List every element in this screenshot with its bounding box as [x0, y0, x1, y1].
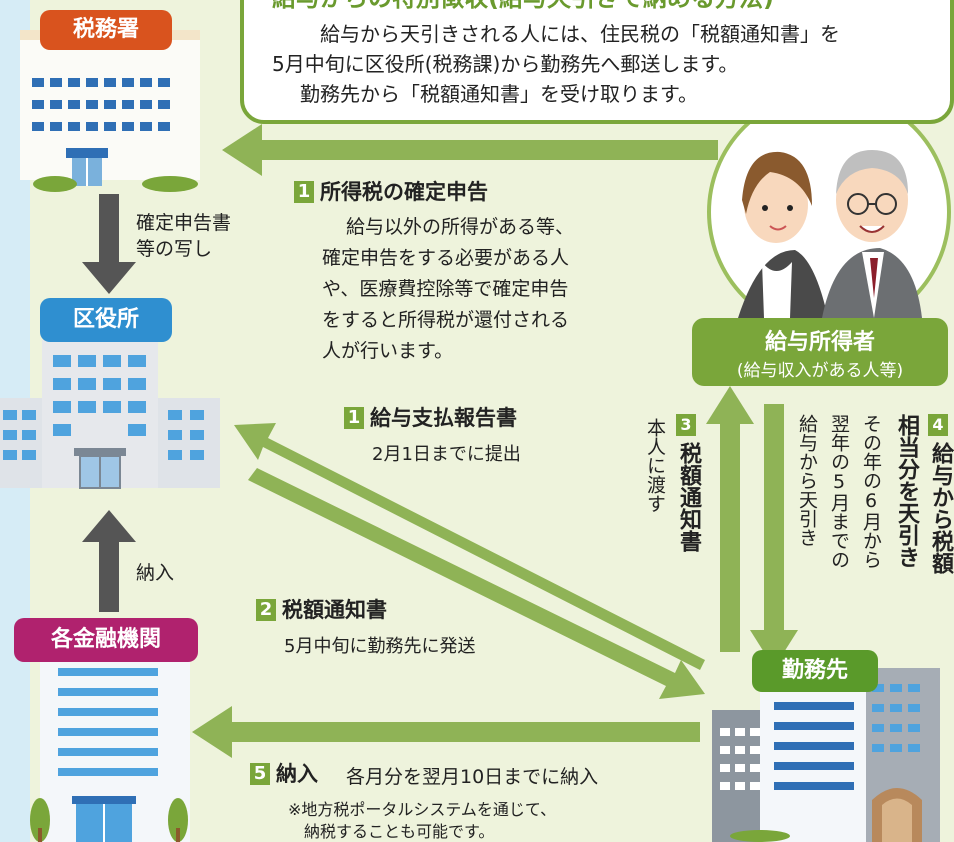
- tax-return-copy-label-1: 確定申告書: [136, 212, 232, 234]
- step-2-title: 税額通知書: [282, 598, 387, 622]
- arrow-bank-to-ward: [82, 510, 136, 612]
- tax-office-building: [20, 30, 200, 192]
- step-2-number: 2: [256, 599, 276, 621]
- step-3-title: 税額通知書: [676, 442, 701, 552]
- step-4-body-1: その年の6月から: [860, 414, 882, 569]
- taxpayer-name: 給与所得者: [764, 330, 875, 355]
- header-title: 給与からの特別徴収(給与天引きで納める方法): [272, 0, 774, 13]
- step-1a-body-3: や、医療費控除等で確定申告: [322, 278, 569, 300]
- ward-office-building: [0, 340, 220, 489]
- arrow-tax-to-ward: [82, 194, 136, 294]
- tax-office-label: 税務署: [40, 10, 172, 50]
- taxpayer-sub: (給与収入がある人等): [736, 361, 904, 381]
- step-5-number: 5: [250, 763, 270, 785]
- step-5-note-1: ※地方税ポータルシステムを通じて、: [288, 800, 557, 819]
- payment-in-label: 納入: [136, 562, 175, 584]
- header-line-1: 給与から天引きされる人には、住民税の「税額通知書」を: [320, 22, 840, 46]
- step-1b-body: 2月1日までに提出: [372, 444, 521, 465]
- step-1a-body-1: 給与以外の所得がある等、: [346, 216, 575, 238]
- arrow-taxpayer-to-employer: [750, 404, 798, 668]
- step-5-title: 納入: [276, 762, 318, 786]
- arrow-ward-to-employer: [248, 468, 705, 699]
- employer-buildings: [712, 668, 940, 842]
- step-1a-body-4: をすると所得税が還付される: [322, 309, 570, 331]
- header-line-2: 5月中旬に区役所(税務課)から勤務先へ郵送します。: [272, 52, 739, 76]
- step-4-body-2: 翌年の5月までの: [828, 414, 850, 569]
- step-1a-number: 1: [294, 181, 314, 203]
- step-5-body: 各月分を翌月10日までに納入: [346, 766, 599, 788]
- step-4-title-2: 相当分を天引き: [894, 414, 919, 568]
- step-1b-heading: 1 給与支払報告書: [344, 402, 517, 432]
- step-3-number: 3: [676, 414, 696, 436]
- arrows: [82, 124, 798, 758]
- employer-label: 勤務先: [752, 650, 878, 692]
- step-3-body: 本人に渡す: [644, 418, 666, 513]
- step-1a-heading: 1 所得税の確定申告: [294, 176, 488, 206]
- arrow-to-tax-office: [222, 124, 718, 176]
- arrow-employer-to-ward: [234, 423, 705, 670]
- taxpayer-illustration: [707, 90, 951, 334]
- header-line-3: 勤務先から「税額通知書」を受け取ります。: [300, 82, 698, 106]
- step-1b-title: 給与支払報告書: [370, 406, 517, 430]
- bank-building: [30, 650, 190, 842]
- step-1b-number: 1: [344, 407, 364, 429]
- step-2-heading: 2 税額通知書: [256, 594, 387, 624]
- taxpayer-box: 給与所得者 (給与収入がある人等): [692, 318, 948, 386]
- arrow-employer-to-banks: [192, 706, 700, 758]
- banks-label: 各金融機関: [14, 618, 198, 662]
- ward-office-label: 区役所: [40, 298, 172, 342]
- step-2-body: 5月中旬に勤務先に発送: [284, 636, 476, 657]
- step-4-number: 4: [928, 414, 948, 436]
- arrow-employer-to-taxpayer: [706, 386, 754, 652]
- header-box-frame: [240, 0, 954, 124]
- tax-return-copy-label-2: 等の写し: [136, 238, 213, 260]
- step-1a-body-2: 確定申告をする必要がある人: [322, 247, 570, 269]
- step-1a-body-5: 人が行います。: [322, 340, 454, 362]
- step-5-note-2: 納税することも可能です。: [304, 822, 495, 841]
- step-5-heading: 5 納入: [250, 758, 318, 788]
- step-1a-title: 所得税の確定申告: [320, 180, 488, 204]
- step-4-body-3: 給与から天引き: [796, 414, 818, 547]
- step-4-title-1: 給与から税額: [928, 442, 953, 574]
